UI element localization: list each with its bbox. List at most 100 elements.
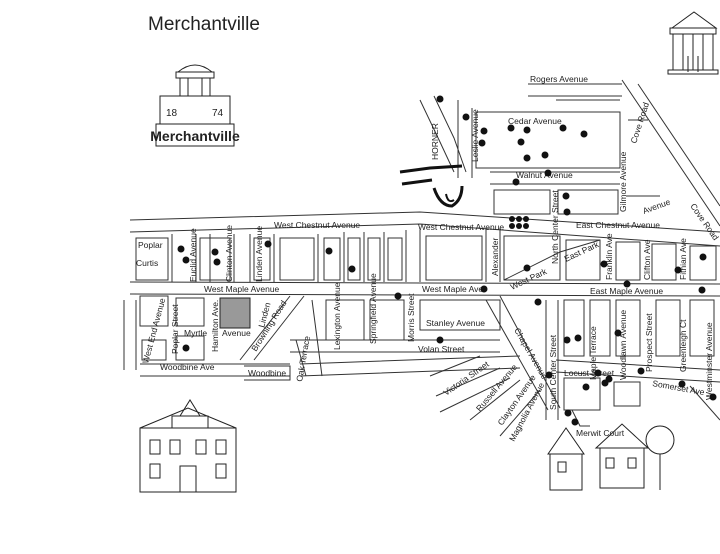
label-woodlawn: Woodlawn Avenue [618, 310, 628, 380]
map-marker[interactable] [582, 383, 590, 391]
map-marker[interactable] [709, 393, 717, 401]
map-marker[interactable] [509, 223, 515, 229]
map-marker[interactable] [325, 247, 333, 255]
label-franklin: Franklin Ave [604, 233, 614, 280]
label-woodbine: Woodbine [248, 368, 286, 378]
label-chapel: Chapel Avenue [512, 326, 550, 381]
map-marker[interactable] [517, 138, 525, 146]
logo-year-left: 18 [166, 108, 178, 119]
label-linden: Linden Avenue [254, 226, 264, 282]
label-walnut: Walnut Avenue [516, 170, 573, 180]
map-marker[interactable] [564, 409, 572, 417]
map-marker[interactable] [348, 265, 356, 273]
map-marker[interactable] [544, 169, 552, 177]
label-poplar-street: Poplar Street [170, 304, 180, 354]
label-maple-terrace: Maple Terrace [588, 326, 598, 380]
map-marker[interactable] [571, 418, 579, 426]
map-marker[interactable] [480, 127, 488, 135]
map-marker[interactable] [594, 369, 602, 377]
map-marker[interactable] [507, 124, 515, 132]
map-marker[interactable] [523, 154, 531, 162]
map-marker[interactable] [478, 139, 486, 147]
label-west-chestnut-left: West Chestnut Avenue [274, 220, 360, 230]
map-marker[interactable] [264, 240, 272, 248]
map-marker[interactable] [516, 223, 522, 229]
map-marker[interactable] [562, 192, 570, 200]
label-myrtle: Myrtle [184, 328, 207, 338]
map-marker[interactable] [545, 371, 553, 379]
label-leslie: Leslie Avenue [470, 109, 480, 162]
label-merwit: Merwit Court [576, 428, 625, 438]
label-woodbine-ave: Woodbine Ave [160, 362, 215, 372]
label-east-park: East Park [563, 239, 601, 264]
building-illustration [139, 399, 237, 493]
label-west-chestnut-mid: West Chestnut Avenue [418, 222, 504, 232]
map-marker[interactable] [541, 151, 549, 159]
map-marker[interactable] [534, 298, 542, 306]
label-springfield: Springfield Avenue [368, 273, 378, 344]
map-marker[interactable] [436, 95, 444, 103]
label-east-chestnut: East Chestnut Avenue [576, 220, 660, 230]
map-marker[interactable] [559, 124, 567, 132]
label-east-maple: East Maple Avenue [590, 286, 663, 296]
street-network [123, 79, 720, 437]
map-marker[interactable] [462, 113, 470, 121]
map-marker[interactable] [182, 344, 190, 352]
label-horner: HORNER [430, 123, 440, 160]
label-rogers: Rogers Avenue [530, 74, 588, 84]
map-marker[interactable] [394, 292, 402, 300]
map-marker[interactable] [436, 336, 444, 344]
map-marker[interactable] [480, 285, 488, 293]
label-locust: Locust Street [564, 368, 615, 378]
label-west-maple-left: West Maple Avenue [204, 284, 280, 294]
label-westminster: Westminster Avenue [704, 322, 714, 400]
map-marker[interactable] [177, 245, 185, 253]
label-prospect: Prospect Street [644, 313, 654, 372]
label-euclid: Euclid Avenue [188, 228, 198, 282]
map-marker[interactable] [512, 178, 520, 186]
label-victoria: Victoria Street [441, 359, 491, 398]
map-marker[interactable] [211, 248, 219, 256]
map-marker[interactable] [563, 336, 571, 344]
gazebo-illustration [667, 11, 719, 75]
label-north-center: North Center Street [550, 190, 560, 264]
label-stanley: Stanley Avenue [426, 318, 485, 328]
map-marker[interactable] [563, 208, 571, 216]
map-marker[interactable] [580, 130, 588, 138]
map-marker[interactable] [600, 260, 608, 268]
map-marker[interactable] [182, 256, 190, 264]
map-marker[interactable] [678, 380, 686, 388]
label-clinton: Clinton Avenue [224, 225, 234, 282]
merchantville-logo: 18 74 Merchantville [150, 64, 240, 147]
map-marker[interactable] [523, 264, 531, 272]
map-marker[interactable] [523, 223, 529, 229]
label-greenleigh: Greenleigh Ct [678, 319, 688, 372]
label-curtis: Curtis [136, 258, 158, 268]
map-marker[interactable] [699, 253, 707, 261]
label-hamilton: Hamilton Ave. [210, 300, 220, 352]
label-gilmore: Gilmore Avenue [618, 151, 628, 212]
label-volan: Volan Street [418, 344, 465, 354]
label-lexington: Lexington Avenue [332, 282, 342, 350]
map-marker[interactable] [523, 126, 531, 134]
logo-banner-text: Merchantville [150, 128, 240, 144]
map-marker[interactable] [516, 216, 522, 222]
map-marker[interactable] [614, 329, 622, 337]
map-marker[interactable] [674, 266, 682, 274]
label-fithian: Fithian Ave [678, 238, 688, 280]
map-marker[interactable] [637, 367, 645, 375]
map-marker[interactable] [523, 216, 529, 222]
label-alexander: Alexander [490, 238, 500, 276]
label-west-maple-mid: West Maple Ave [422, 284, 483, 294]
map-marker[interactable] [623, 280, 631, 288]
map-marker[interactable] [698, 286, 706, 294]
label-avenue-small: Avenue [641, 197, 672, 216]
map-marker[interactable] [574, 334, 582, 342]
label-west-end: West End Avenue [140, 297, 167, 365]
label-morris: Morris Street [406, 293, 416, 342]
map-marker[interactable] [509, 216, 515, 222]
label-south-center: South Center Street [548, 334, 558, 410]
map-marker[interactable] [601, 379, 609, 387]
map-marker[interactable] [213, 258, 221, 266]
